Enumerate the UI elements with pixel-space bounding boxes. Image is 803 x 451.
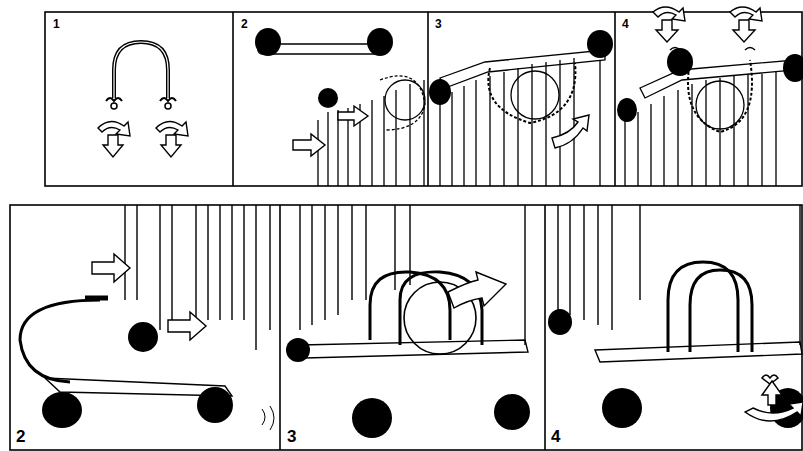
rotate-arrow	[98, 121, 188, 157]
radiator-fins	[258, 44, 425, 186]
step-number: 1	[53, 18, 60, 30]
u-bolt	[106, 42, 176, 109]
wheel	[429, 30, 613, 105]
wheel	[286, 338, 530, 438]
direction-arrow	[448, 272, 506, 308]
radiator-fins	[300, 205, 528, 358]
bolt-end	[85, 296, 108, 301]
step-number: 2	[16, 428, 25, 445]
step-number: 3	[435, 18, 442, 30]
rotate-arrow	[745, 375, 803, 421]
direction-arrow	[293, 106, 368, 156]
direction-arrow	[552, 115, 589, 148]
step-number: 4	[622, 18, 629, 30]
step-number: 4	[551, 428, 560, 445]
wheel	[42, 322, 233, 428]
wheel	[255, 28, 393, 108]
wheel	[617, 48, 803, 122]
radiator-fins	[440, 50, 605, 186]
panel-frame	[10, 205, 802, 450]
step-number: 3	[287, 428, 296, 445]
panel-frame	[45, 12, 802, 186]
radiator-fins	[20, 205, 274, 430]
direction-arrow	[92, 254, 206, 340]
radiator-fins	[625, 60, 795, 186]
radiator-fins	[558, 205, 802, 362]
wheel	[548, 309, 803, 428]
rotate-arrow	[653, 7, 762, 50]
step-number: 2	[241, 18, 248, 30]
